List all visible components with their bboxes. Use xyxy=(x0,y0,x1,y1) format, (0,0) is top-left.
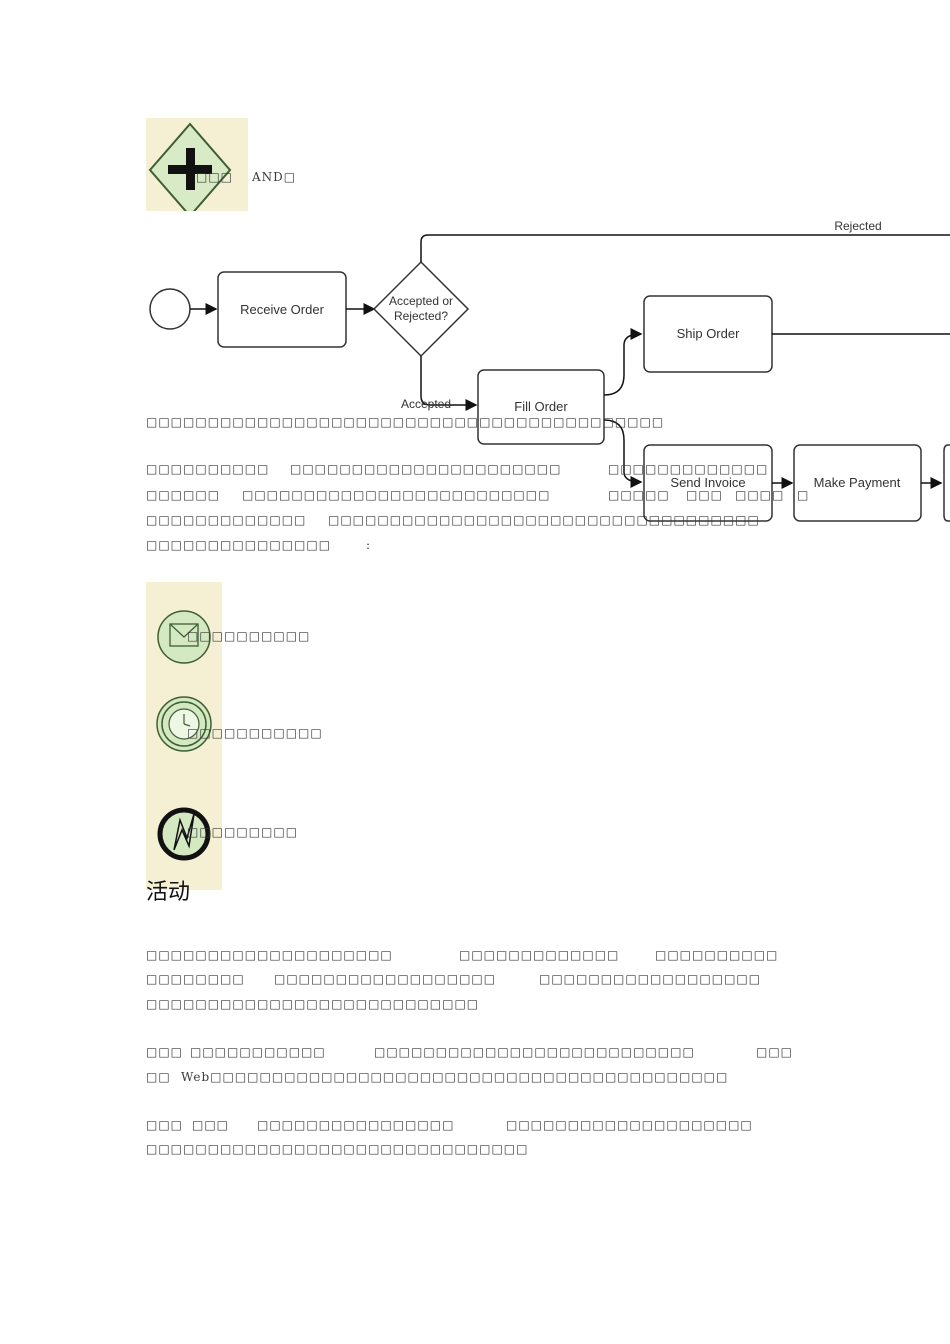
para4-line1d: □□□ xyxy=(756,1045,794,1059)
para2-line2f: □ xyxy=(797,488,810,502)
para5-line1d: □□□□□□□□□□□□□□□□□□□□ xyxy=(506,1118,753,1132)
send-invoice-label: Send Invoice xyxy=(670,475,745,490)
event-label-timer: □□□□□□□□□□□ xyxy=(187,726,323,740)
event-label-message: □□□□□□□□□□ xyxy=(187,629,311,643)
para3-line1b: □□□□□□□□□□□□□ xyxy=(459,948,620,962)
para1-line1: □□□□□□□□□□□□□□□□□□□□□□□□□□□□□□□□□□□□□□□□… xyxy=(146,415,665,429)
start-event-icon xyxy=(149,288,191,330)
para4-line1a: □□□ xyxy=(146,1045,184,1059)
event-label-error: □□□□□□□□□ xyxy=(187,825,299,839)
para5-line1c: □□□□□□□□□□□□□□□□ xyxy=(257,1118,455,1132)
make-payment-label: Make Payment xyxy=(814,475,901,490)
para5-line1a: □□□ xyxy=(146,1118,184,1132)
fill-order-label: Fill Order xyxy=(514,399,568,414)
decision-label-line2: Rejected? xyxy=(394,309,448,323)
para2-line2a: □□□□□□ xyxy=(146,488,221,502)
para4-line1c: □□□□□□□□□□□□□□□□□□□□□□□□□□ xyxy=(374,1045,695,1059)
para2-line2d: □□□ xyxy=(686,488,724,502)
error-event-icon xyxy=(157,807,211,861)
para2-line3a: □□□□□□□□□□□□□ xyxy=(146,513,307,527)
para3-line1c: □□□□□□□□□□ xyxy=(655,948,779,962)
ship-order-label: Ship Order xyxy=(677,326,741,341)
para3-line2b: □□□□□□□□□□□□□□□□□□ xyxy=(274,972,497,986)
accepted-label: Accepted xyxy=(401,397,451,411)
para2-line4a: □□□□□□□□□□□□□□□ xyxy=(146,538,332,552)
gateway-caption: AND□ xyxy=(252,170,297,184)
fill-order-task xyxy=(477,369,605,445)
order-process-diagram: Receive Order Accepted or Rejected? Reje… xyxy=(149,219,950,522)
para5-line1b: □□□ xyxy=(192,1118,230,1132)
message-event-icon xyxy=(157,610,211,664)
receive-order-label: Receive Order xyxy=(240,302,324,317)
timer-event-icon xyxy=(156,696,212,752)
event-icons-box xyxy=(146,582,222,890)
para2-line2b: □□□□□□□□□□□□□□□□□□□□□□□□□ xyxy=(242,488,551,502)
para2-line1b: □□□□□□□□□□□□□□□□□□□□□□ xyxy=(290,462,562,476)
para3-line2c: □□□□□□□□□□□□□□□□□□ xyxy=(539,972,762,986)
rejected-label: Rejected xyxy=(834,219,881,233)
para5-line2: □□□□□□□□□□□□□□□□□□□□□□□□□□□□□□□ xyxy=(146,1142,529,1156)
parallel-gateway-icon xyxy=(148,122,232,218)
para2-line1c: □□□□□□□□□□□□□ xyxy=(608,462,769,476)
para3-line1a: □□□□□□□□□□□□□□□□□□□□ xyxy=(146,948,393,962)
para4-line2a: □□ xyxy=(146,1070,171,1084)
para3-line3: □□□□□□□□□□□□□□□□□□□□□□□□□□□ xyxy=(146,997,480,1011)
para3-line2a: □□□□□□□□ xyxy=(146,972,245,986)
para2-line1a: □□□□□□□□□□ xyxy=(146,462,270,476)
para4-line2b: Web□□□□□□□□□□□□□□□□□□□□□□□□□□□□□□□□□□□□□… xyxy=(181,1070,729,1084)
para2-line2c: □□□□□ xyxy=(608,488,670,502)
gateway-icon-box xyxy=(146,118,248,218)
para2-line2e: □□□□ xyxy=(735,488,785,502)
para4-line1b: □□□□□□□□□□□ xyxy=(190,1045,326,1059)
gateway-caption-prefix: □□□ xyxy=(196,170,234,184)
decision-label-line1: Accepted or xyxy=(389,294,453,308)
section-heading: 活动 xyxy=(146,880,191,905)
para2-line4b: : xyxy=(366,538,372,552)
para2-line3b: □□□□□□□□□□□□□□□□□□□□□□□□□□□□□□□□□□□ xyxy=(328,513,760,527)
